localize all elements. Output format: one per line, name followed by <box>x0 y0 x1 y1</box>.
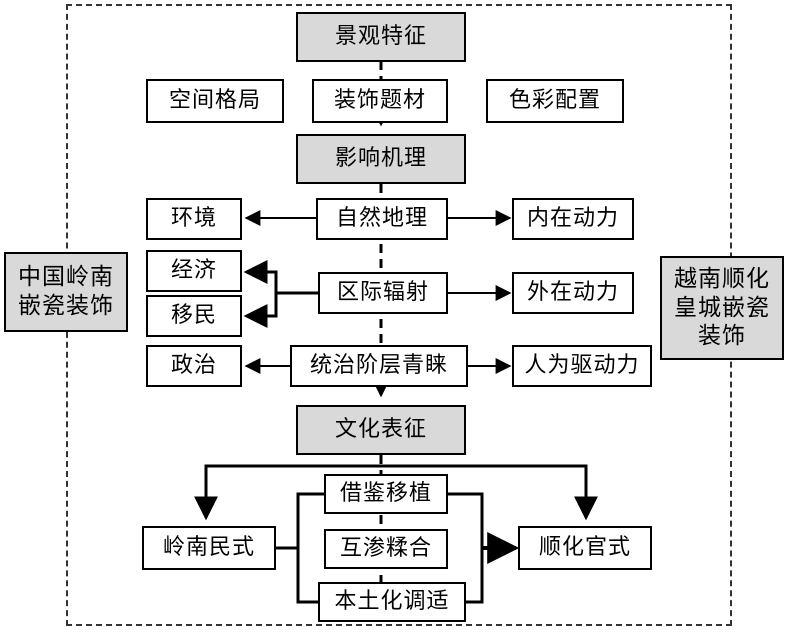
left-side-label: 中国岭南嵌瓷装饰 <box>18 264 114 319</box>
landscape-features-box: 景观特征 <box>296 12 466 62</box>
process-box-borrowing: 借鉴移植 <box>324 474 448 514</box>
human-force-label: 人为驱动力 <box>524 352 640 378</box>
cultural-representation-label: 文化表征 <box>334 416 427 442</box>
feature-label: 装饰题材 <box>333 87 426 113</box>
economy-label: 经济 <box>170 257 217 283</box>
natural-geography-box: 自然地理 <box>316 198 448 240</box>
mechanism-label: 影响机理 <box>334 145 427 171</box>
mechanism-box: 影响机理 <box>296 134 466 184</box>
process-box-localization: 本土化调适 <box>318 582 466 622</box>
environment-label: 环境 <box>170 205 217 231</box>
external-force-box: 外在动力 <box>512 272 634 314</box>
process-label: 互渗糅合 <box>339 535 432 561</box>
internal-force-label: 内在动力 <box>526 205 619 231</box>
folk-style-label: 岭南民式 <box>162 534 255 560</box>
landscape-features-label: 景观特征 <box>334 23 427 49</box>
folk-style-box: 岭南民式 <box>142 526 276 570</box>
external-force-label: 外在动力 <box>526 279 619 305</box>
process-label: 本土化调适 <box>334 588 450 614</box>
environment-box: 环境 <box>146 198 242 240</box>
left-side-label-box: 中国岭南嵌瓷装饰 <box>4 252 128 332</box>
process-bracket-left-bottom <box>296 548 318 604</box>
politics-label: 政治 <box>170 352 217 378</box>
human-force-box: 人为驱动力 <box>512 345 652 387</box>
right-side-label: 越南顺化皇城嵌瓷装饰 <box>674 265 770 350</box>
natural-geography-label: 自然地理 <box>335 205 428 231</box>
arrow-to-economy <box>243 260 318 295</box>
ruling-class-label: 统治阶层青睐 <box>309 352 448 378</box>
ruling-class-box: 统治阶层青睐 <box>290 345 468 387</box>
feature-box-decoration: 装饰题材 <box>312 79 448 123</box>
migration-box: 移民 <box>146 295 242 337</box>
process-box-blending: 互渗糅合 <box>324 529 448 569</box>
feature-box-color: 色彩配置 <box>486 79 624 123</box>
feature-box-spatial: 空间格局 <box>146 79 284 123</box>
official-style-box: 顺化官式 <box>518 526 652 570</box>
process-bracket-left <box>276 492 324 550</box>
cultural-representation-box: 文化表征 <box>296 405 466 455</box>
right-side-label-box: 越南顺化皇城嵌瓷装饰 <box>660 256 784 360</box>
politics-box: 政治 <box>146 345 242 387</box>
migration-label: 移民 <box>170 302 217 328</box>
feature-label: 色彩配置 <box>508 87 601 113</box>
internal-force-box: 内在动力 <box>512 198 634 240</box>
arrow-to-migration <box>243 293 278 328</box>
regional-radiation-label: 区际辐射 <box>336 279 429 305</box>
arrow-to-official-style <box>381 464 598 521</box>
economy-box: 经济 <box>146 250 242 292</box>
process-label: 借鉴移植 <box>339 480 432 506</box>
regional-radiation-box: 区际辐射 <box>318 272 448 314</box>
feature-label: 空间格局 <box>168 87 261 113</box>
official-style-label: 顺化官式 <box>538 534 631 560</box>
arrow-to-folk-style <box>194 464 381 521</box>
